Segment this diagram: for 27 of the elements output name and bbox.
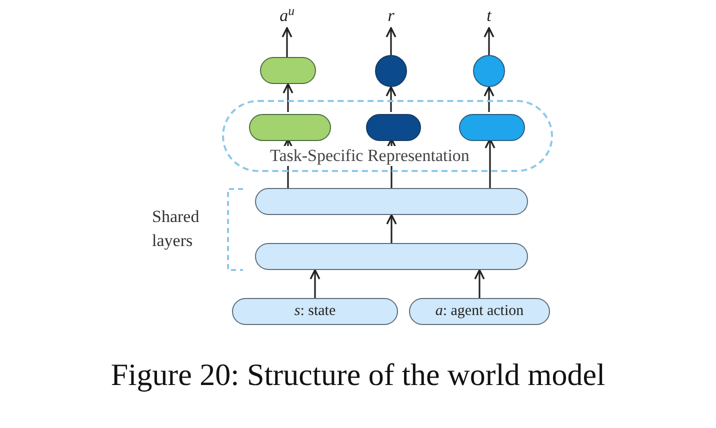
- arrow: [484, 138, 496, 188]
- layer-pill: [260, 57, 316, 84]
- layer-pill: [249, 114, 331, 141]
- layer-pill: [366, 114, 421, 141]
- arrow: [474, 269, 485, 298]
- layer-pill: [255, 188, 528, 215]
- arrow: [282, 83, 294, 112]
- output-symbol: t: [477, 4, 501, 28]
- arrow: [386, 214, 397, 243]
- layer-pill: [255, 243, 528, 270]
- output-symbol: a$^{u}$: [272, 4, 302, 28]
- arrow: [484, 86, 494, 112]
- group-label: Task-Specific Representation: [268, 146, 472, 166]
- output-symbol: r: [379, 4, 403, 28]
- input-label: s: state: [294, 302, 336, 322]
- arrow: [282, 27, 292, 57]
- input-label: a: agent action: [435, 302, 524, 322]
- arrow: [386, 86, 396, 112]
- input-pill: [409, 298, 550, 325]
- input-pill: [232, 298, 398, 325]
- figure-caption: Figure 20: Structure of the world model: [110, 356, 606, 394]
- arrow: [484, 27, 494, 55]
- arrow: [310, 269, 320, 298]
- layer-pill: [459, 114, 525, 141]
- side-label: Shared layers: [152, 206, 200, 252]
- dashed-group-outline: [222, 100, 553, 172]
- arrow: [386, 27, 396, 55]
